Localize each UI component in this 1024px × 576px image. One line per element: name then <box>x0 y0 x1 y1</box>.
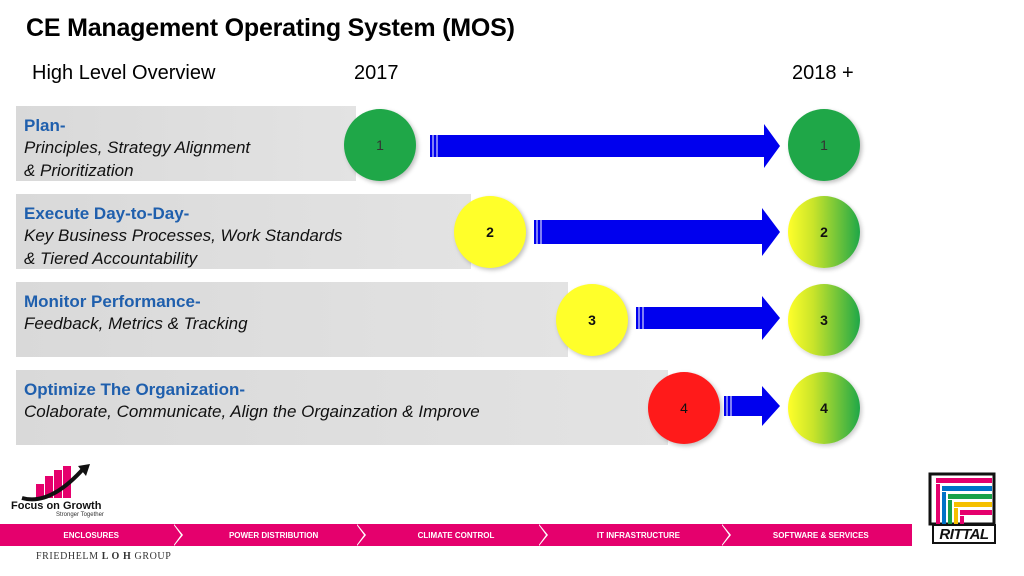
footer-item-it-infrastructure: IT INFRASTRUCTURE <box>547 524 732 546</box>
row-description-line: & Tiered Accountability <box>24 249 198 268</box>
arrow-right-icon <box>534 208 780 256</box>
status-circle-start: 1 <box>344 109 416 181</box>
row-execute: Execute Day-to-Day- Key Business Process… <box>16 194 471 269</box>
row-title: Optimize The Organization- <box>24 380 246 399</box>
status-circle-end: 3 <box>788 284 860 356</box>
footer-nav-bar: ENCLOSURES POWER DISTRIBUTION CLIMATE CO… <box>0 524 912 546</box>
focus-on-growth-logo <box>21 464 90 502</box>
group-name: FRIEDHELM L O H GROUP <box>36 551 172 562</box>
row-description-line: Key Business Processes, Work Standards <box>24 226 343 245</box>
arrow-right-icon <box>636 296 780 340</box>
row-description-line: Feedback, Metrics & Tracking <box>24 314 248 333</box>
footer-item-software-services: SOFTWARE & SERVICES <box>772 530 869 540</box>
row-description-line: Colaborate, Communicate, Align the Orgai… <box>24 402 480 421</box>
page-title: CE Management Operating System (MOS) <box>26 14 515 42</box>
status-circle-start: 2 <box>454 196 526 268</box>
row-title: Monitor Performance- <box>24 292 201 311</box>
status-circle-end: 4 <box>788 372 860 444</box>
column-header-2018: 2018 + <box>792 62 854 84</box>
arrow-right-icon <box>430 124 780 168</box>
status-circle-start: 3 <box>556 284 628 356</box>
logo-tagline: Stronger Together <box>56 512 104 518</box>
rittal-logo <box>928 472 996 526</box>
row-description-line: Principles, Strategy Alignment <box>24 138 251 157</box>
subtitle-overview: High Level Overview <box>32 62 216 84</box>
footer-item-climate-control: CLIMATE CONTROL <box>365 524 549 546</box>
row-title: Plan- <box>24 116 66 135</box>
footer-item-power-distribution: POWER DISTRIBUTION <box>182 524 367 546</box>
logo-text: Focus on Growth <box>11 500 102 512</box>
status-circle-end: 2 <box>788 196 860 268</box>
column-header-2017: 2017 <box>354 62 399 84</box>
status-circle-end: 1 <box>788 109 860 181</box>
rittal-wordmark: RITTAL <box>932 524 996 544</box>
row-title: Execute Day-to-Day- <box>24 204 190 223</box>
arrow-right-icon <box>724 386 780 426</box>
footer-item-enclosures: ENCLOSURES <box>0 524 184 546</box>
row-plan: Plan- Principles, Strategy Alignment & P… <box>16 106 356 181</box>
status-circle-start: 4 <box>648 372 720 444</box>
row-description-line: & Prioritization <box>24 161 134 180</box>
row-monitor: Monitor Performance- Feedback, Metrics &… <box>16 282 568 357</box>
row-optimize: Optimize The Organization- Colaborate, C… <box>16 370 668 445</box>
